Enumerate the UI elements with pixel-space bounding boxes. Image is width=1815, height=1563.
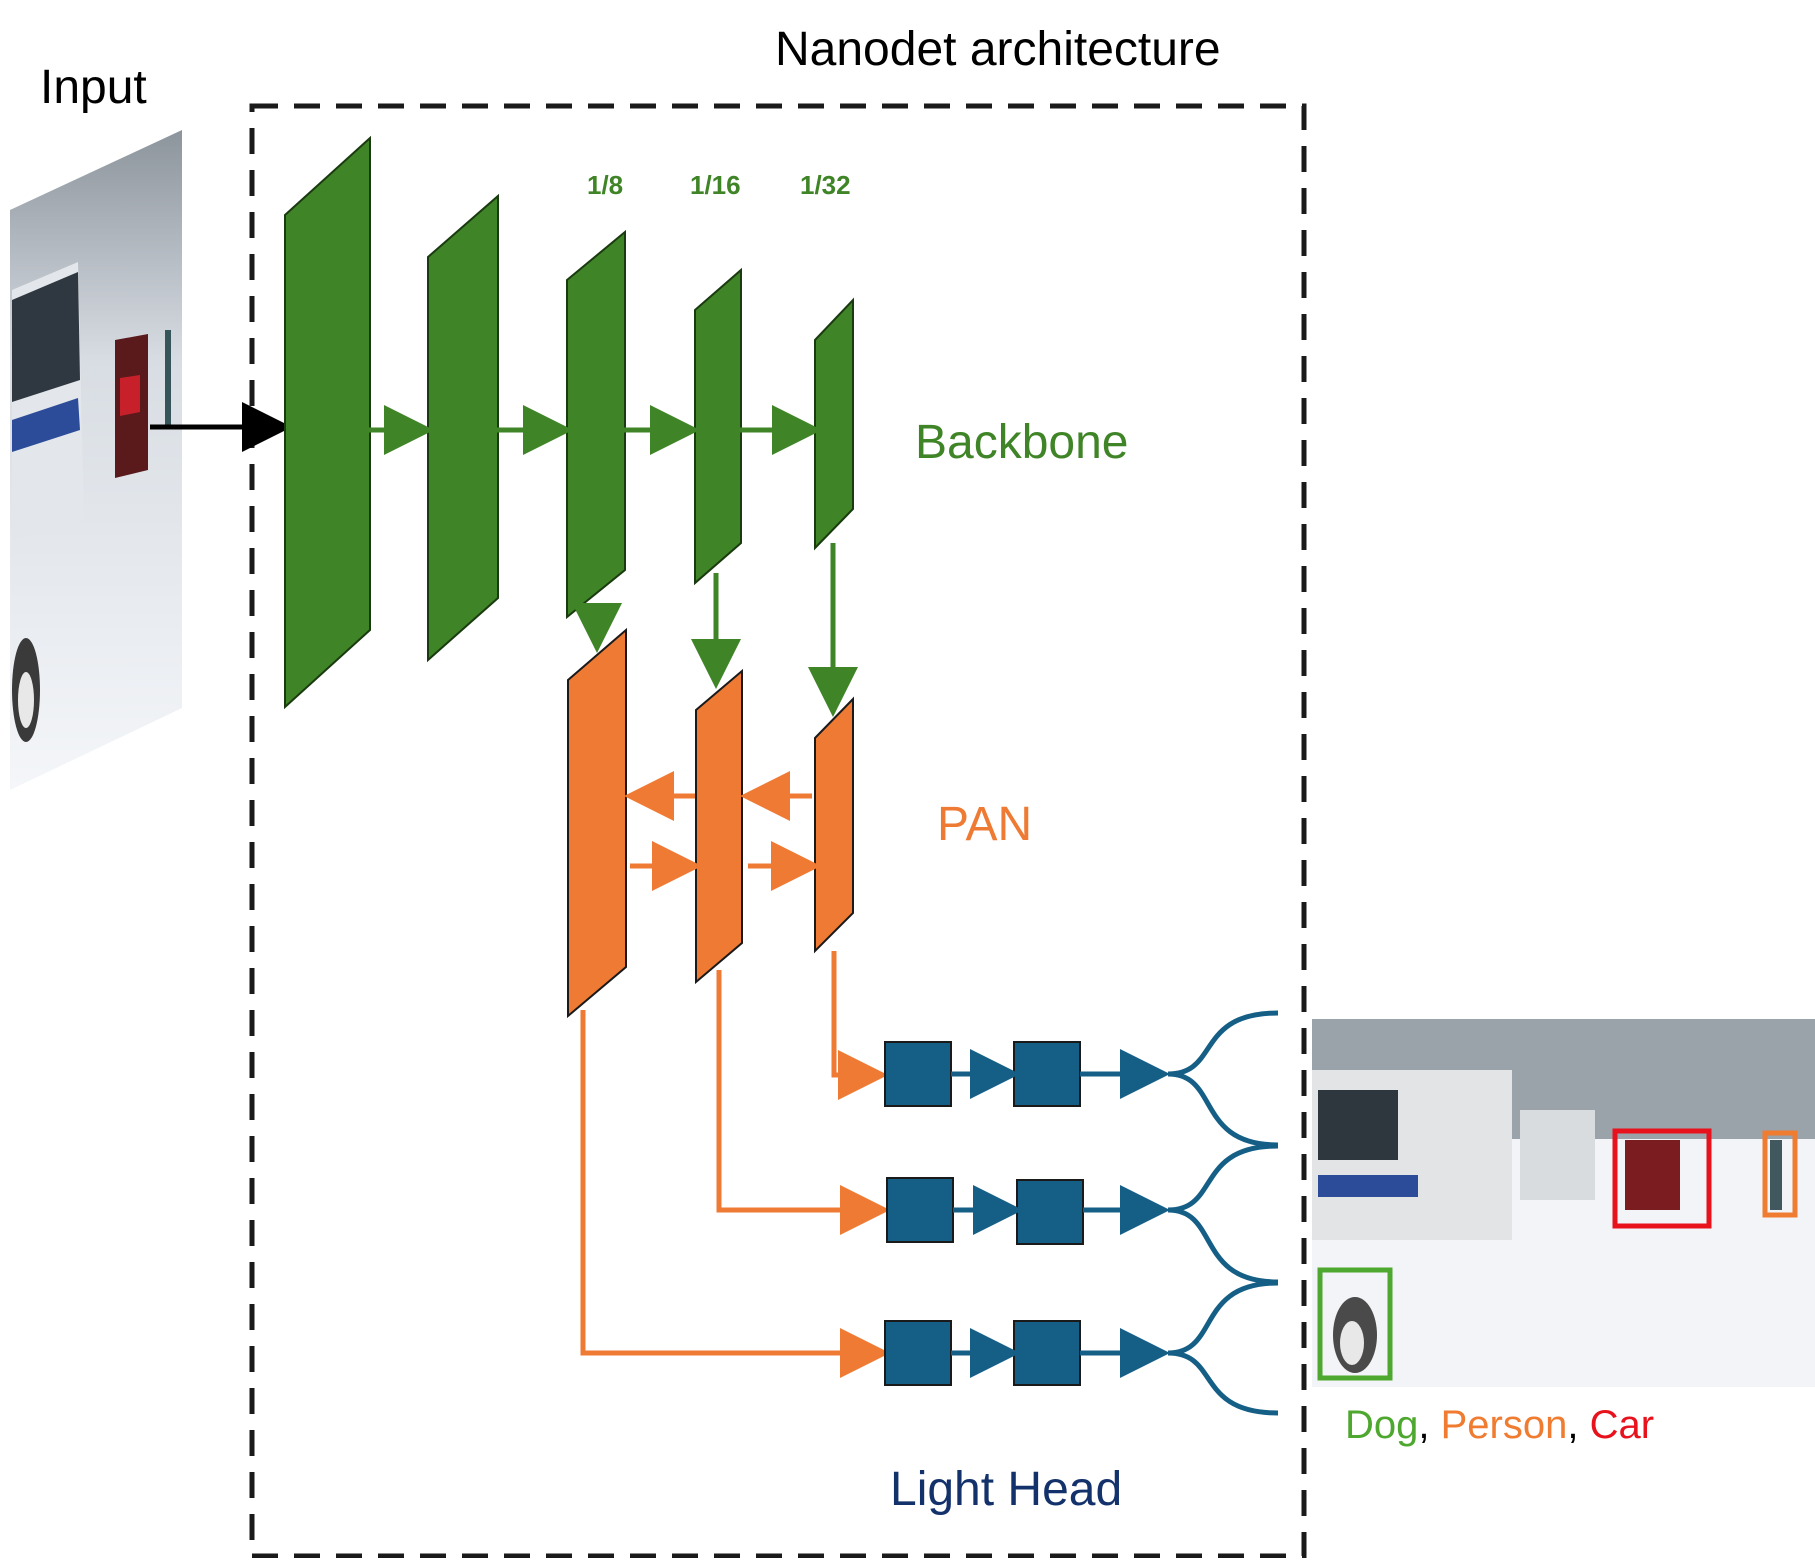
backbone-block [566, 229, 626, 620]
backbone-label: Backbone [915, 416, 1129, 469]
head-block [884, 1041, 952, 1107]
backbone-block [814, 297, 854, 551]
backbone [284, 135, 858, 717]
stage-label-1-8: 1/8 [587, 170, 624, 200]
head-block [886, 1177, 954, 1243]
backbone-block [694, 267, 742, 586]
class-separator: , [1418, 1403, 1441, 1447]
class-person: Person [1440, 1403, 1568, 1447]
pan [567, 627, 890, 1378]
input-label: Input [40, 61, 147, 114]
backbone-block [427, 193, 499, 663]
input-image [10, 130, 182, 790]
output-brace [1167, 1010, 1279, 1148]
output-brace [1167, 1143, 1279, 1285]
head-block [1013, 1320, 1081, 1386]
class-car: Car [1589, 1403, 1655, 1447]
diagram-title: Nanodet architecture [775, 23, 1221, 76]
stage-label-1-16: 1/16 [690, 170, 741, 200]
stage-label-1-32: 1/32 [800, 170, 851, 200]
pan-block [567, 627, 627, 1019]
backbone-block [284, 135, 371, 710]
class-dog: Dog [1345, 1403, 1419, 1447]
architecture-border [249, 103, 1307, 1559]
output-image [1312, 1019, 1815, 1387]
head-block [884, 1320, 952, 1386]
light-head [884, 1010, 1279, 1416]
pan-to-head-arrow [831, 951, 888, 1100]
pan-label: PAN [937, 798, 1033, 851]
output-brace [1167, 1280, 1279, 1416]
light-head-label: Light Head [890, 1463, 1123, 1516]
class-separator: , [1567, 1403, 1590, 1447]
pan-block [814, 696, 854, 954]
pan-block [695, 668, 743, 985]
head-block [1013, 1041, 1081, 1107]
detected-classes: Dog, Person, Car [1345, 1403, 1654, 1448]
pan-to-head-arrow [716, 970, 890, 1235]
head-block [1016, 1179, 1084, 1245]
pan-to-head-arrow [580, 1010, 890, 1378]
